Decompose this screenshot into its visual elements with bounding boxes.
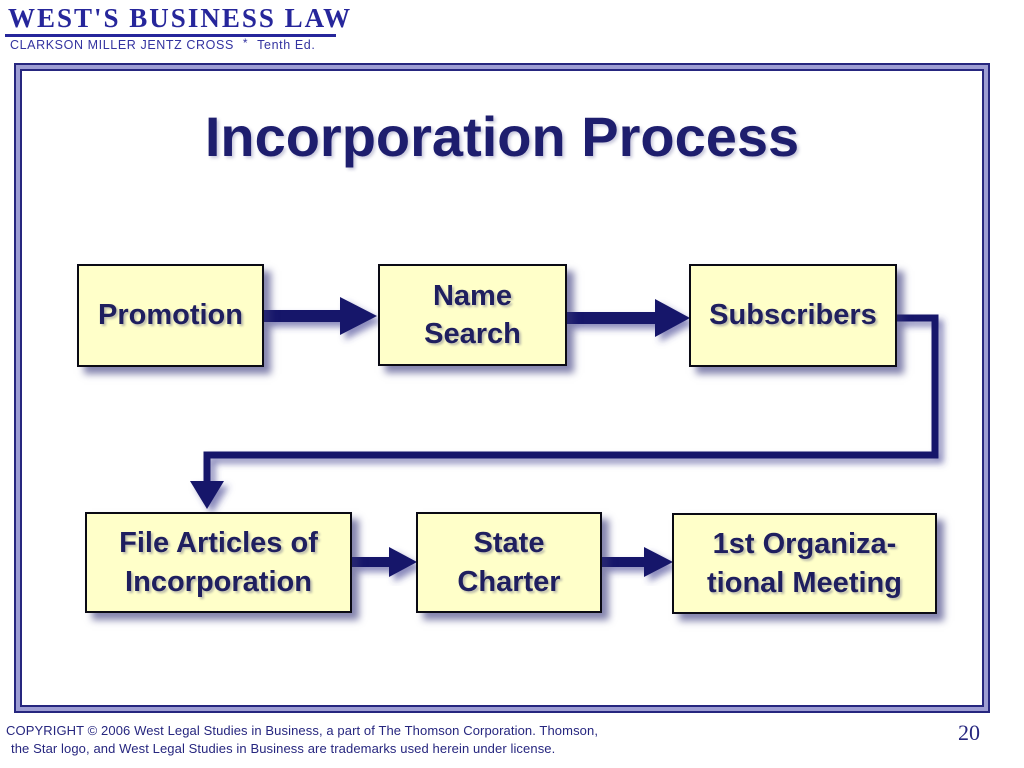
flow-node-subscribers: Subscribers	[689, 264, 897, 367]
star-icon: *	[242, 36, 249, 50]
flow-node-promotion: Promotion	[77, 264, 264, 367]
page-number: 20	[958, 720, 980, 745]
slide-frame-band	[16, 65, 988, 711]
flow-node-name-search: Name Search	[378, 264, 567, 366]
flow-node-first-org-meeting: 1st Organiza- tional Meeting	[672, 513, 937, 614]
slide-frame-inner	[20, 69, 984, 707]
brand-underline	[5, 34, 336, 37]
copyright-footer: COPYRIGHT © 2006 West Legal Studies in B…	[6, 722, 598, 758]
brand-title: WEST'S BUSINESS LAW	[8, 3, 353, 33]
brand-authors: CLARKSON MILLER JENTZ CROSS	[10, 38, 234, 52]
copyright-line-2: the Star logo, and West Legal Studies in…	[11, 741, 556, 757]
flow-node-file-articles: File Articles of Incorporation	[85, 512, 352, 613]
brand-edition: Tenth Ed.	[257, 38, 316, 52]
slide-frame	[14, 63, 990, 713]
slide-title: Incorporation Process	[204, 105, 800, 168]
brand-subtitle: CLARKSON MILLER JENTZ CROSS * Tenth Ed.	[10, 36, 316, 52]
copyright-line-1: COPYRIGHT © 2006 West Legal Studies in B…	[6, 723, 599, 738]
flow-node-state-charter: State Charter	[416, 512, 602, 613]
